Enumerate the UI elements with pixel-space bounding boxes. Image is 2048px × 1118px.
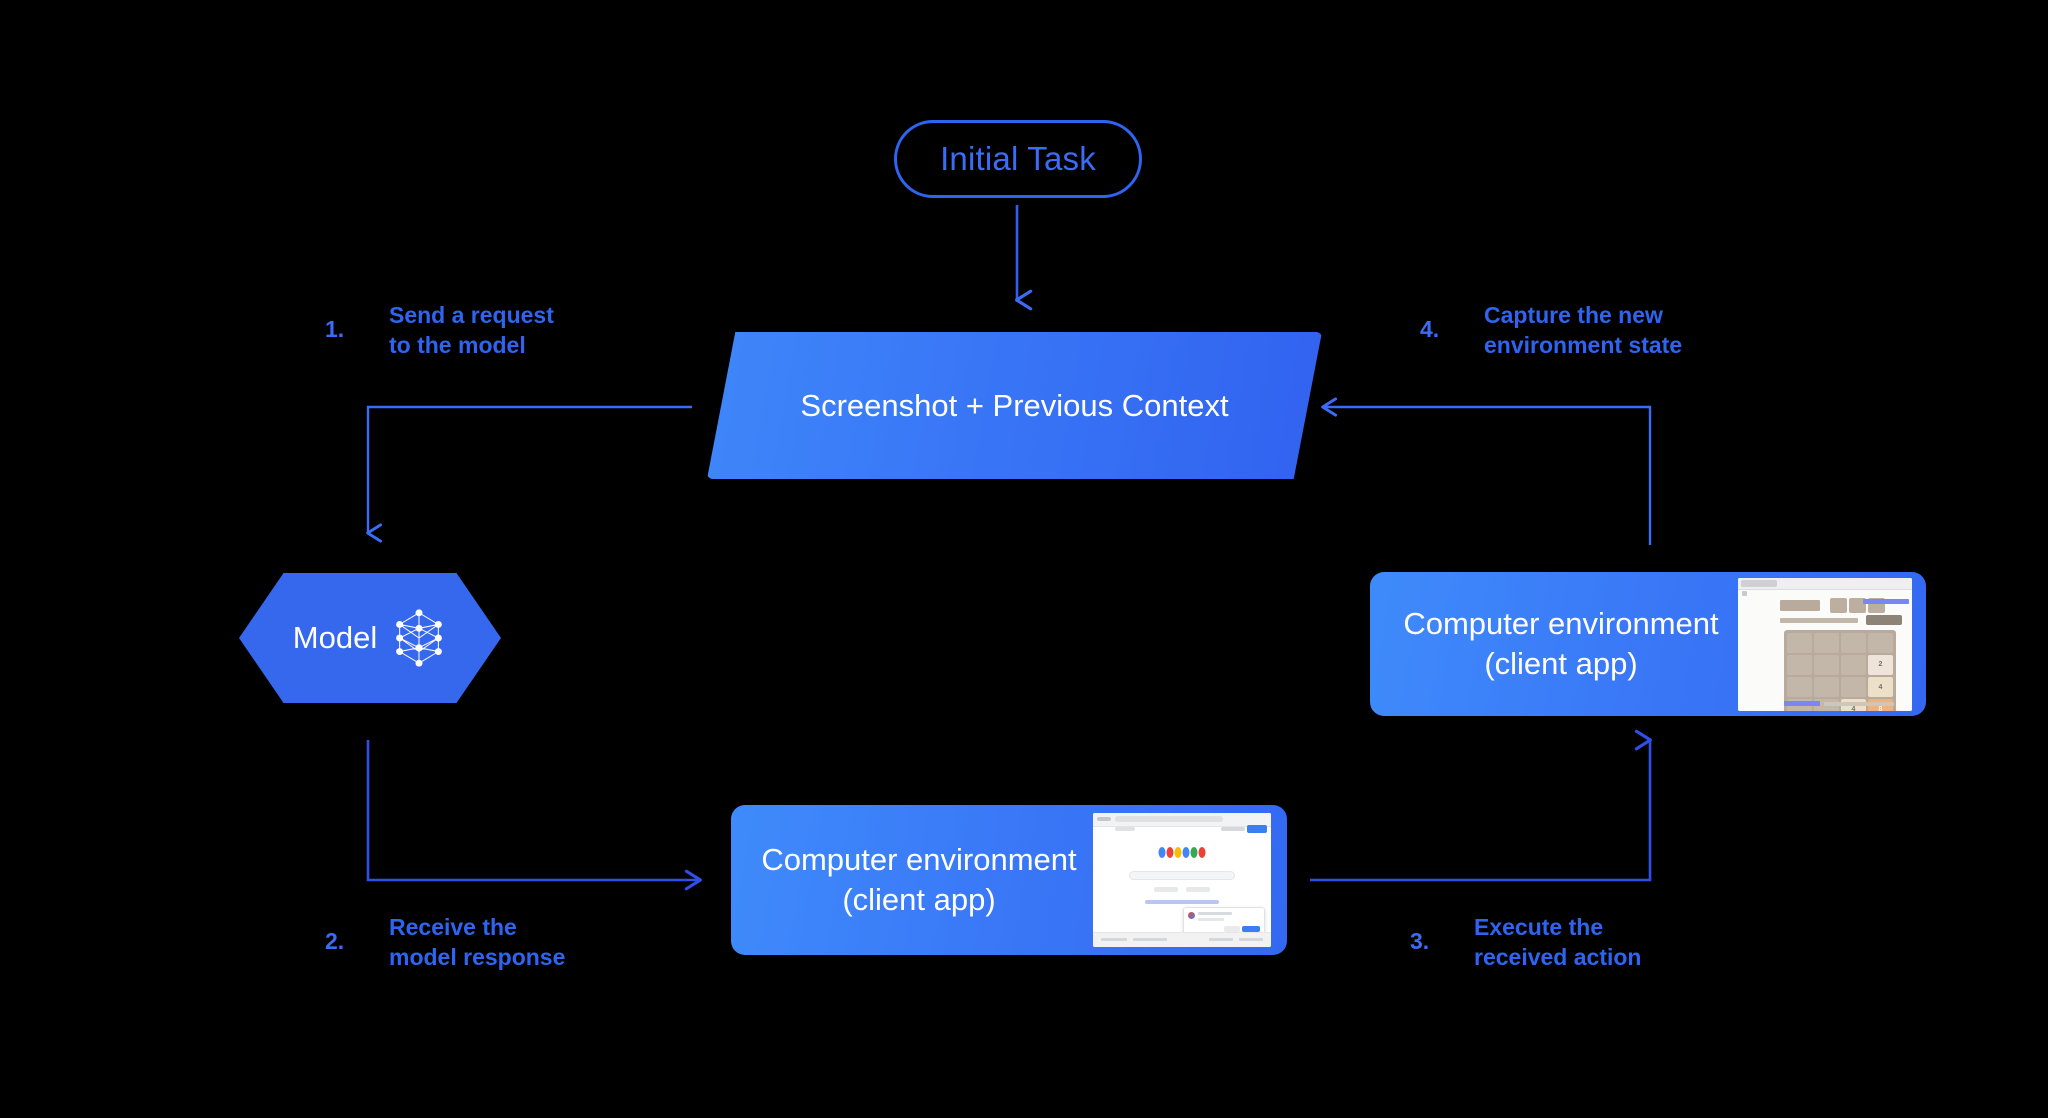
model-node[interactable]: Model (239, 573, 501, 703)
computer-environment-bottom-label: Computer environment (client app) (761, 842, 1077, 917)
header-links[interactable] (1221, 827, 1245, 831)
2048-brand (1780, 599, 1820, 611)
neural-network-icon (396, 609, 443, 667)
best-score-box (1849, 597, 1866, 613)
screenshot-context-label: Screenshot + Previous Context (800, 387, 1229, 423)
model-label: Model (292, 620, 378, 655)
screenshot-context-node[interactable]: Screenshot + Previous Context (707, 332, 1322, 479)
new-game-button[interactable] (1866, 614, 1902, 625)
step-4-number: 4. (1420, 316, 1440, 342)
popup-title (1198, 912, 1232, 915)
bookmark-bar (1115, 827, 1135, 831)
step-1-number: 1. (325, 316, 345, 342)
step-3-number: 3. (1410, 928, 1430, 954)
top-link[interactable] (1863, 598, 1909, 604)
browser-titlebar (1738, 577, 1912, 590)
step-2: 2. Receive the model response (325, 912, 565, 972)
step-2-caption: Receive the model response (389, 914, 566, 970)
google-buttons[interactable] (1154, 887, 1210, 892)
google-search-button (1154, 887, 1178, 892)
step-3-caption: Execute the received action (1474, 914, 1642, 970)
step-3: 3. Execute the received action (1410, 912, 1641, 972)
initial-task-label: Initial Task (940, 140, 1096, 177)
popup-account-icon (1188, 912, 1195, 919)
step-4-caption: Capture the new environment state (1484, 302, 1683, 358)
address-icon (1742, 590, 1747, 596)
computer-environment-bottom[interactable]: Computer environment (client app) (731, 805, 1287, 955)
url-bar[interactable] (1115, 816, 1223, 822)
google-search-input[interactable] (1129, 871, 1235, 880)
google-logo-icon (1158, 847, 1206, 858)
tile-2: 2 (1868, 654, 1893, 675)
google-search-thumbnail[interactable] (1093, 813, 1271, 947)
popup-primary-button[interactable] (1242, 926, 1260, 932)
browser-tab (1741, 579, 1777, 587)
step-2-number: 2. (325, 928, 345, 954)
language-links[interactable] (1145, 900, 1219, 904)
popup-secondary-button[interactable] (1224, 926, 1240, 932)
initial-task-node[interactable]: Initial Task (894, 120, 1142, 198)
footer-text (1824, 701, 1894, 706)
popup-subtitle (1198, 918, 1224, 921)
instructions-text (1780, 617, 1858, 623)
score-box (1830, 597, 1847, 613)
tile-4: 4 (1868, 677, 1893, 698)
step-4: 4. Capture the new environment state (1420, 300, 1682, 360)
step-1-caption: Send a request to the model (389, 302, 554, 358)
footer-link[interactable] (1784, 700, 1820, 706)
2048-game-thumbnail[interactable]: 2 4 4 8 (1738, 577, 1912, 711)
computer-environment-right-label: Computer environment (client app) (1403, 606, 1719, 681)
step-1: 1. Send a request to the model (325, 300, 554, 360)
feeling-lucky-button (1186, 887, 1210, 892)
computer-environment-right[interactable]: Computer environment (client app) (1370, 572, 1926, 716)
2048-board[interactable]: 2 4 4 8 (1784, 629, 1896, 711)
page-footer (1093, 932, 1271, 947)
sign-in-button[interactable] (1247, 825, 1267, 833)
nav-buttons[interactable] (1097, 817, 1111, 821)
